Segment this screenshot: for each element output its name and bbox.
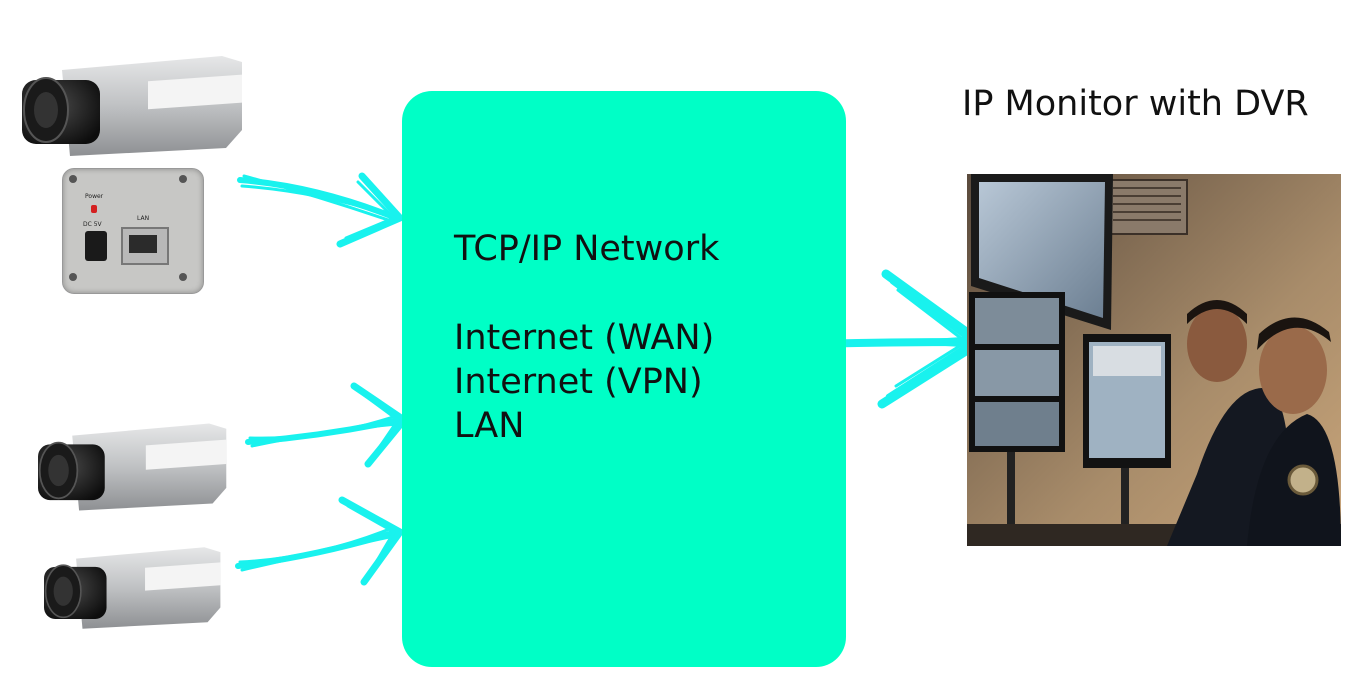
dc-jack-icon — [85, 231, 107, 261]
lan-label: LAN — [137, 215, 150, 222]
power-label: Power — [85, 193, 104, 200]
camera-back-panel-icon: Power DC 5V LAN — [62, 168, 204, 294]
network-title: TCP/IP Network — [454, 229, 720, 269]
lan-port-icon — [121, 227, 169, 265]
ip-camera-icon-1 — [22, 56, 242, 156]
dc-label: DC 5V — [83, 221, 102, 228]
monitor-title: IP Monitor with DVR — [962, 84, 1309, 124]
arrow-camera3-to-network — [235, 496, 406, 586]
connection-wan: Internet (WAN) — [454, 318, 715, 358]
tcpip-network-box: TCP/IP Network Internet (WAN) Internet (… — [402, 91, 846, 667]
arrow-camera2-to-network — [245, 382, 410, 468]
connection-vpn: Internet (VPN) — [454, 362, 703, 402]
arrow-camera1-to-network — [237, 172, 406, 248]
ip-camera-icon-2 — [38, 423, 227, 511]
power-led — [91, 205, 97, 213]
ip-camera-icon-3 — [44, 547, 221, 629]
connection-lan: LAN — [454, 406, 525, 446]
monitoring-room-photo — [967, 174, 1341, 546]
